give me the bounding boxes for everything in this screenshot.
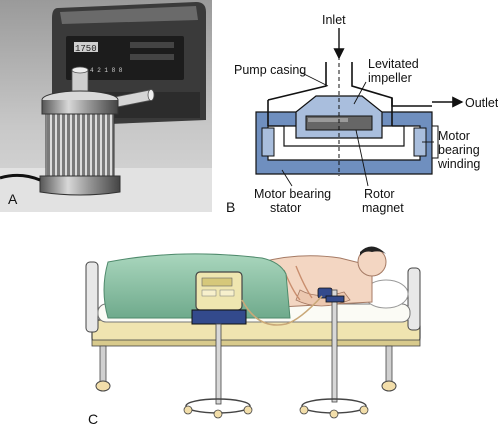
pump-photo — [0, 66, 155, 196]
pump-casing — [267, 62, 432, 147]
display-line-1: 1750 — [75, 44, 97, 54]
bed-headboard-left — [85, 261, 99, 333]
panel-label-b: B — [226, 199, 235, 215]
label-rotor-1: Rotor — [364, 187, 395, 201]
pole-clamp — [325, 295, 345, 303]
pump-cooling-fins — [45, 113, 115, 177]
console-pole — [215, 323, 222, 405]
label-inlet: Inlet — [322, 13, 346, 27]
label-stator-1: Motor bearing — [254, 187, 331, 201]
label-motor-winding-1: Motor — [438, 129, 470, 143]
label-stator-2: stator — [270, 201, 301, 215]
label-motor-winding-3: winding — [437, 157, 480, 171]
label-levitated-1: Levitated — [368, 57, 419, 71]
panel-b-diagram: Inlet Pump casing Levitated impeller Out… — [226, 13, 498, 215]
console-stand-top — [191, 309, 247, 325]
panel-label-a: A — [8, 191, 18, 207]
panel-label-c: C — [88, 411, 98, 427]
display-line-2: 4 2 1 8 8 — [90, 67, 123, 74]
bedside-console — [183, 271, 253, 419]
panel-a-photo: 1750 4 2 1 8 8 A — [0, 0, 212, 212]
stator-winding-left — [261, 127, 275, 157]
label-motor-winding-2: bearing — [438, 143, 480, 157]
bed-headboard-right — [407, 267, 421, 331]
bed-wheel — [381, 380, 397, 392]
patient-hair — [360, 246, 386, 256]
bed-wheel — [95, 380, 111, 392]
label-outlet: Outlet — [465, 96, 498, 110]
panel-c-illustration: C — [85, 246, 421, 427]
cannula-line — [295, 265, 313, 299]
iv-pole — [299, 289, 369, 419]
drive-cable — [241, 295, 323, 326]
display-digits — [74, 42, 98, 52]
label-pump-casing: Pump casing — [234, 63, 306, 77]
label-rotor-2: magnet — [362, 201, 404, 215]
label-levitated-2: impeller — [368, 71, 412, 85]
pump-cable — [0, 173, 41, 182]
console-display — [201, 277, 233, 287]
